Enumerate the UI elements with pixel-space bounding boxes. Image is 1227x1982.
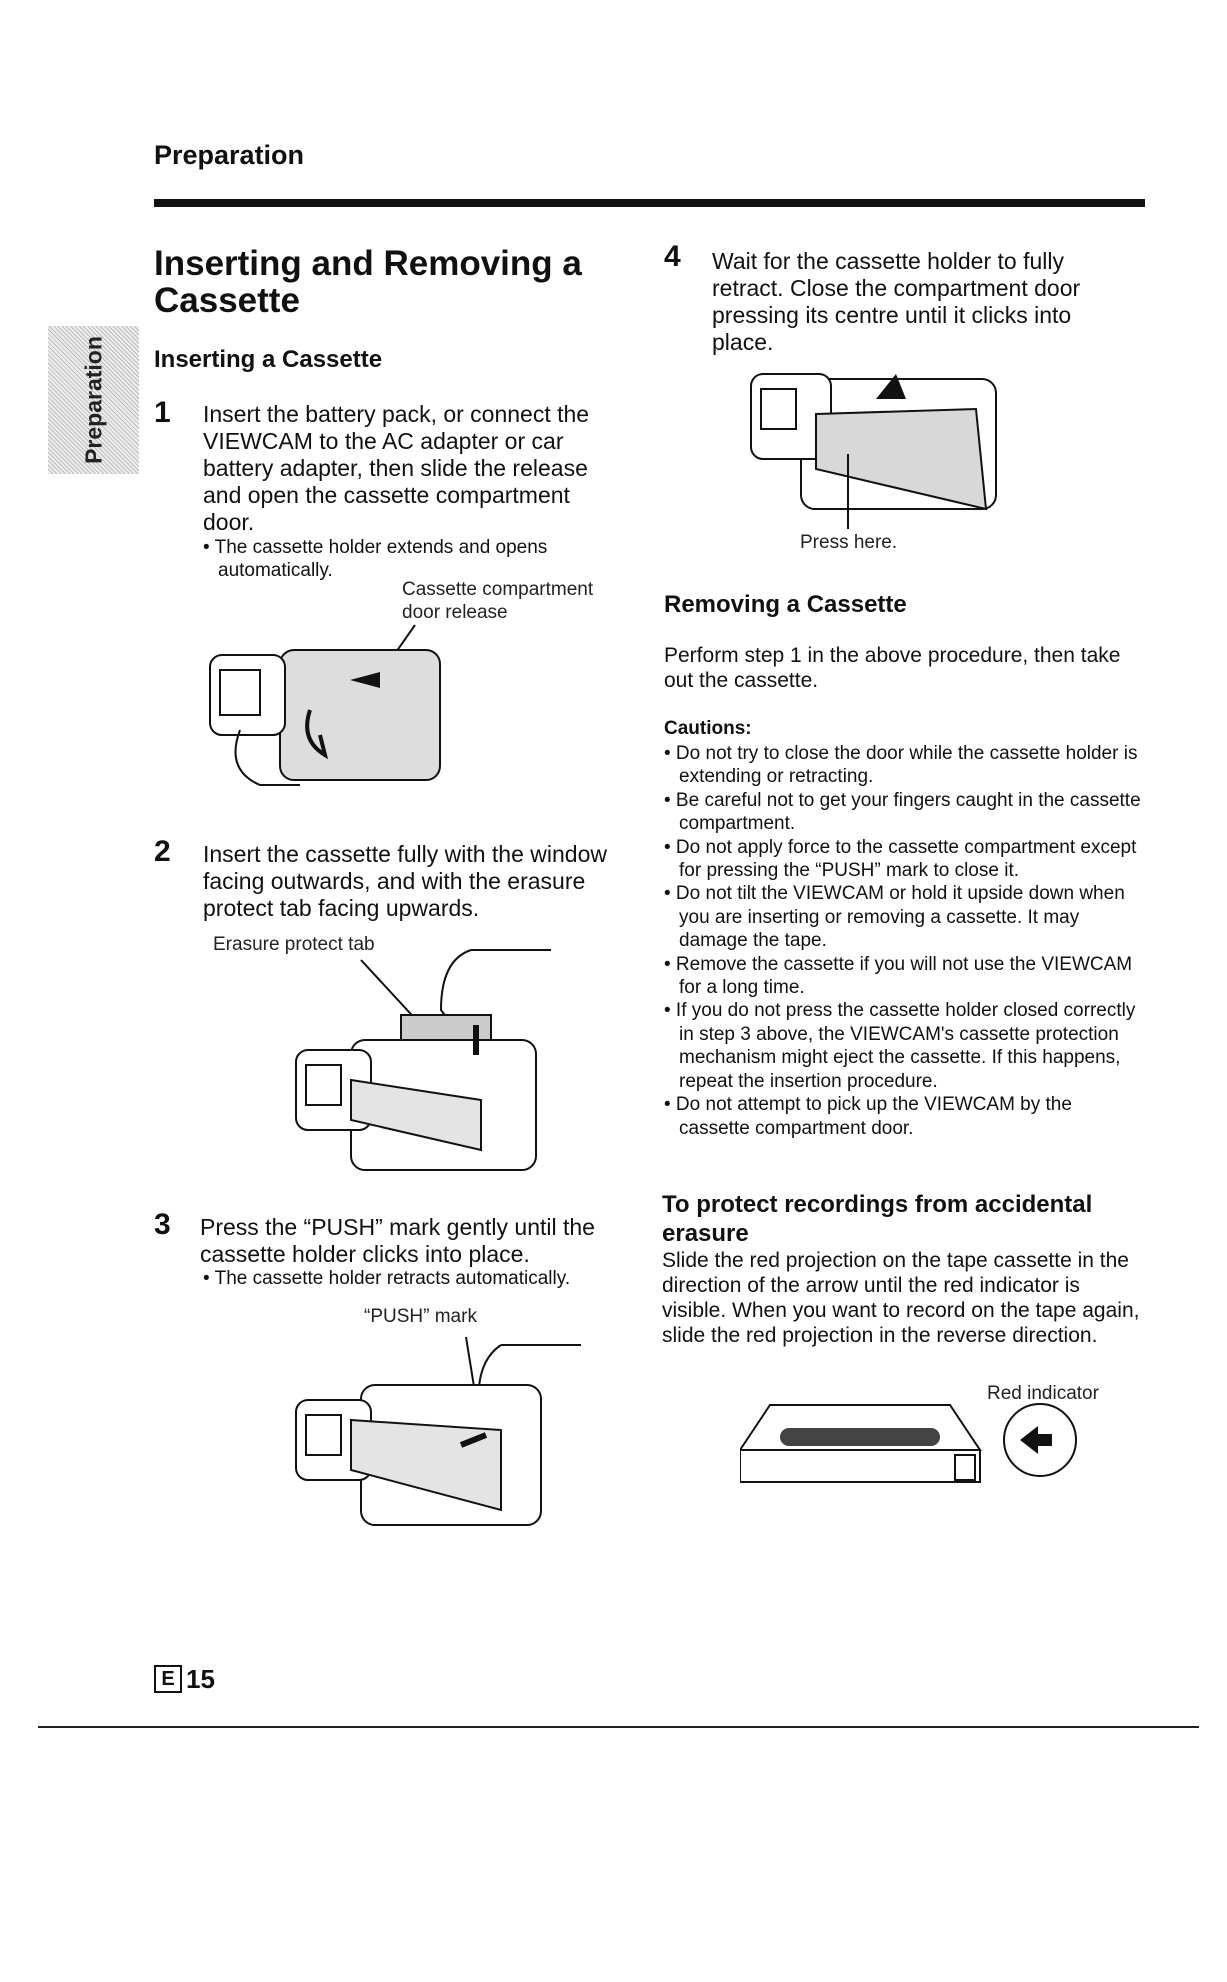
language-badge: E: [154, 1665, 182, 1693]
caution-item: • If you do not press the cassette holde…: [664, 1000, 1136, 1092]
step-number: 2: [154, 835, 171, 868]
caution-item: • Remove the cassette if you will not us…: [664, 953, 1133, 999]
side-tab-label: Preparation: [80, 336, 106, 464]
step-text: Press the “PUSH” mark gently until the c…: [200, 1214, 595, 1267]
protect-text: Slide the red projection on the tape cas…: [662, 1249, 1140, 1347]
push-mark-illustration: [295, 1336, 581, 1526]
protect-heading: To protect recordings from accidental er…: [662, 1191, 1093, 1247]
section-header: Preparation: [154, 140, 305, 170]
removing-heading: Removing a Cassette: [664, 591, 907, 618]
figure-caption: Press here.: [800, 532, 898, 553]
cautions-list: • Do not try to close the door while the…: [664, 742, 1144, 1140]
caution-item: • Do not apply force to the cassette com…: [664, 836, 1137, 882]
cassette-insert-illustration: [295, 949, 551, 1171]
caution-item: • Do not attempt to pick up the VIEWCAM …: [664, 1094, 1072, 1139]
step-text: Insert the battery pack, or connect the …: [203, 401, 590, 535]
step-text: Insert the cassette fully with the windo…: [203, 841, 607, 921]
step-number: 4: [664, 240, 681, 273]
step-note: • The cassette holder extends and opens …: [203, 537, 548, 581]
camcorder-open-illustration: [209, 624, 441, 786]
step-note: • The cassette holder retracts automatic…: [203, 1268, 571, 1289]
caution-item: • Do not tilt the VIEWCAM or hold it ups…: [664, 883, 1125, 952]
cautions-heading: Cautions:: [664, 718, 752, 739]
removing-text: Perform step 1 in the above procedure, t…: [664, 644, 1121, 692]
inserting-heading: Inserting a Cassette: [154, 346, 383, 373]
caution-item: • Do not try to close the door while the…: [664, 743, 1138, 788]
side-tab: Preparation: [48, 326, 139, 474]
footer-rule: [38, 1726, 1199, 1728]
close-door-illustration: [750, 373, 997, 529]
figure-caption: “PUSH” mark: [364, 1306, 477, 1327]
header-rule: [154, 199, 1145, 207]
step-text: Wait for the cassette holder to fully re…: [712, 248, 1081, 355]
page-number: 15: [186, 1664, 215, 1694]
figure-caption: Red indicator: [987, 1383, 1099, 1404]
step-number: 1: [154, 396, 171, 429]
figure-caption: Erasure protect tab: [213, 934, 375, 955]
caution-item: • Be careful not to get your fingers cau…: [664, 789, 1141, 835]
figure-caption: Cassette compartment door release: [402, 579, 594, 623]
page-title: Inserting and Removing a Cassette: [154, 244, 582, 320]
cassette-tape-illustration: [740, 1403, 1077, 1483]
step-number: 3: [154, 1208, 171, 1241]
